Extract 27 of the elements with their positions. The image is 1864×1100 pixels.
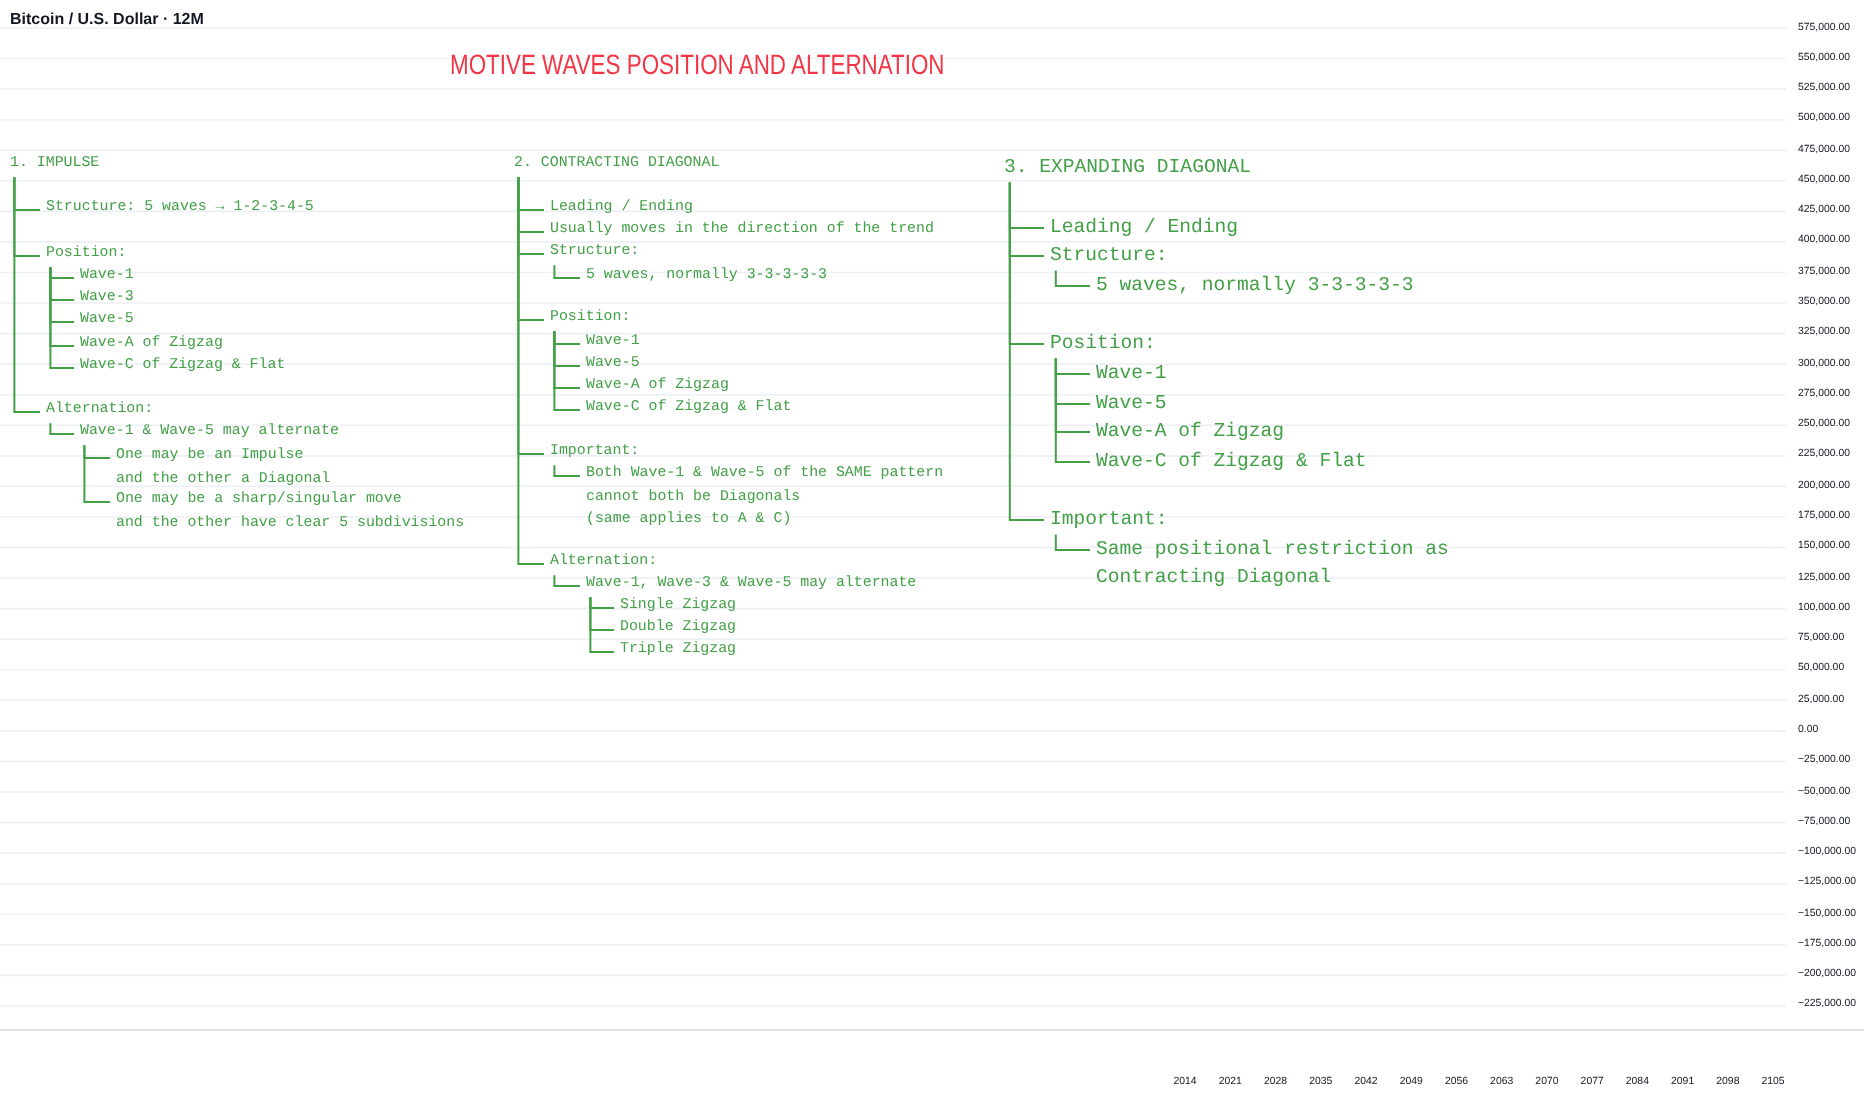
tree-connector [1054,269,1091,287]
tree-item: Wave-5 [1090,389,1167,419]
tree-item: Wave-C of Zigzag & Flat [1090,447,1367,477]
tree-connector [553,330,581,411]
tree-item: Same positional restriction as Contracting Diagonal [1090,535,1449,595]
tree-item: Important: [1044,505,1168,535]
tree-item: Leading / Ending [1044,213,1239,243]
tree-connector [517,176,545,565]
tree-item: Structure: [1044,241,1168,271]
tree-connector [1054,533,1091,551]
tree-item: 5 waves, normally 3-3-3-3-3 [1090,271,1414,301]
tree-connector [13,176,41,413]
page-title: MOTIVE WAVES POSITION AND ALTERNATION [450,48,945,80]
tree-connector [553,464,581,477]
tree-connector [553,264,581,279]
tree-item: Position: [1044,329,1156,359]
tree-connector [1008,181,1045,521]
tree-item: Wave-A of Zigzag [1090,417,1285,447]
tree-item: Wave-1 [1090,359,1167,389]
section-heading: 3. EXPANDING DIAGONAL [998,153,1251,183]
chart-header-text: Bitcoin / U.S. Dollar · 12M [10,10,204,30]
tree-connector [49,422,75,435]
tree-connector [553,574,581,587]
tree-connector [83,444,111,503]
tree-connector [49,266,75,369]
tree-connector [1054,357,1091,463]
tree-connector [589,596,615,653]
